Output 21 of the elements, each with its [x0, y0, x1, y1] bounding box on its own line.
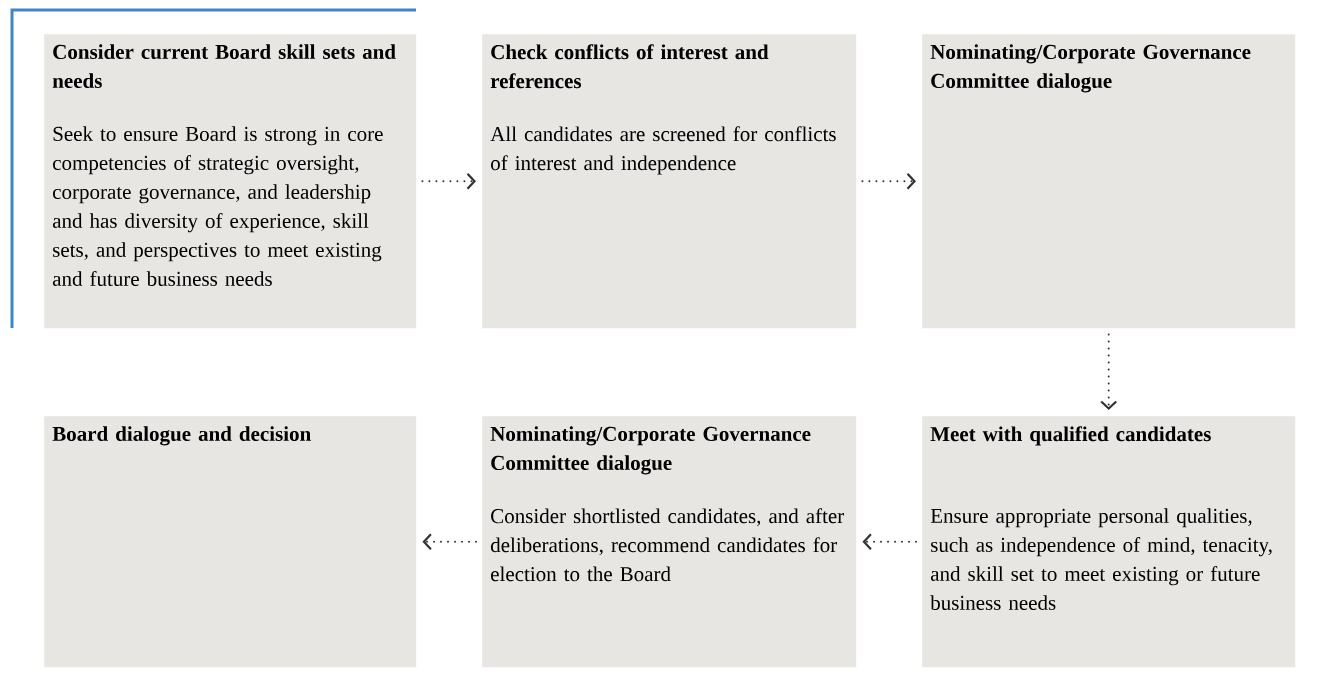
box-heading: Consider current Board skill sets and needs — [52, 44, 396, 88]
box-heading: Board dialogue and decision — [52, 426, 311, 446]
arrow — [862, 533, 917, 550]
arrow — [861, 172, 916, 190]
arrow — [422, 533, 477, 550]
process-box — [44, 416, 417, 668]
arrow — [421, 172, 476, 190]
process-box — [482, 416, 857, 668]
box-text: Ensure appropriate personal qualities, such as independence of mind, tenacity, and skill set to meet existing or future business needs — [930, 508, 1272, 610]
arrow — [1100, 333, 1117, 410]
box-heading: Check conflicts of interest and references — [490, 44, 769, 89]
box-heading: Meet with qualified candidates — [930, 426, 1211, 446]
box-text: All candidates are screened for conflicts of interest and independence — [490, 126, 836, 175]
box-heading: Nominating/Corporate Governance Committee dialogue — [490, 426, 811, 475]
process-box — [922, 34, 1296, 329]
box-text: Seek to ensure Board is strong in core competencies of strategic oversight, corporate governance, and leadership and has diversity of experience, skill sets, and perspectives to meet existing and future business needs — [52, 126, 383, 286]
process-box — [922, 416, 1296, 668]
process-box — [44, 34, 417, 329]
box-text: Consider shortlisted candidates, and after deliberations, recommend candidates for election to the Board — [490, 508, 845, 582]
box-heading: Nominating/Corporate Governance Committee dialogue — [930, 44, 1251, 93]
process-box — [482, 34, 857, 329]
